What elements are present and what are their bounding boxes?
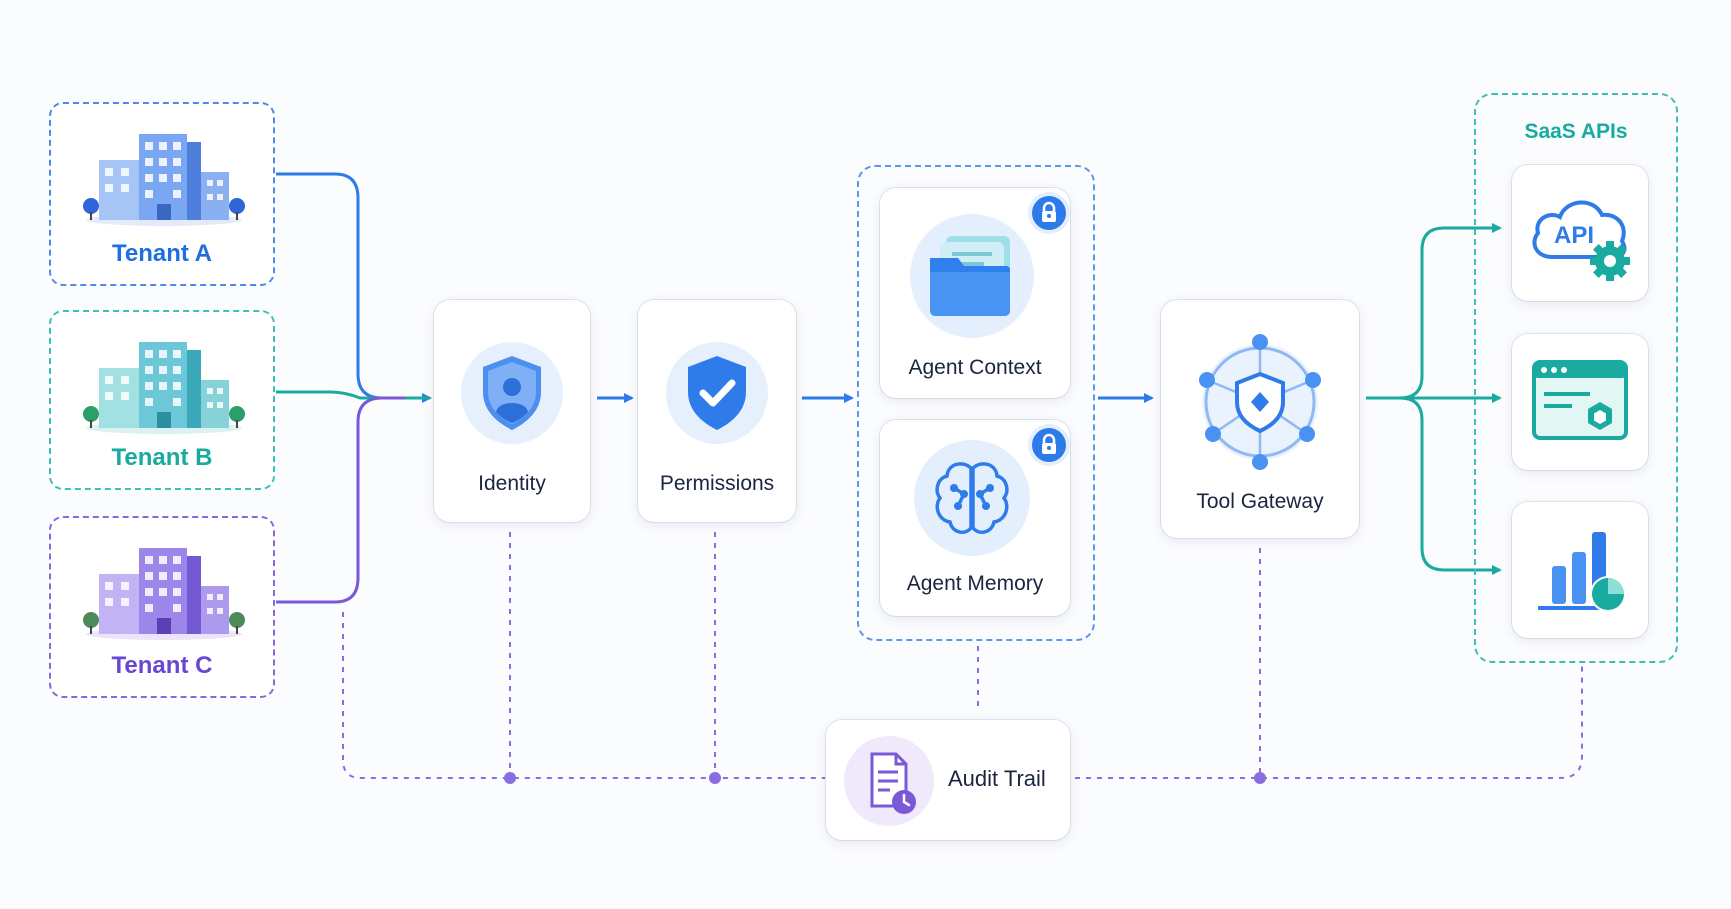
identity-card[interactable]: Identity	[434, 300, 590, 522]
building-icon	[83, 134, 245, 226]
permissions-label: Permissions	[659, 472, 775, 495]
tenant-a-connector	[276, 172, 432, 403]
audit-lines	[342, 532, 1583, 779]
tenant-c-card[interactable]: Tenant C	[49, 516, 275, 698]
brain-icon	[914, 440, 1030, 556]
tenant-c-label: Tenant C	[111, 652, 213, 679]
api-card[interactable]: API	[1512, 165, 1648, 301]
audit-document-icon	[844, 736, 934, 826]
identity-shield-icon	[461, 342, 563, 444]
agent-memory-label: Agent Memory	[906, 572, 1044, 595]
check-shield-icon	[666, 342, 768, 444]
tenant-c-connector	[276, 396, 405, 604]
agent-group	[857, 165, 1095, 641]
saas-group	[1474, 93, 1678, 663]
tenant-b-label: Tenant B	[111, 444, 213, 471]
audit-junction-dots	[504, 772, 1266, 784]
tool-gateway-card[interactable]: Tool Gateway	[1161, 300, 1359, 538]
building-icon	[83, 548, 245, 640]
folder-icon	[910, 214, 1034, 338]
web-app-icon	[1532, 360, 1628, 440]
audit-trail-card[interactable]: Audit Trail	[826, 720, 1070, 840]
api-text: API	[1554, 222, 1594, 249]
agent-context-label: Agent Context	[908, 356, 1042, 379]
tenant-a-label: Tenant A	[112, 240, 212, 267]
saas-title: SaaS APIs	[1524, 120, 1628, 143]
tenant-a-card[interactable]: Tenant A	[49, 102, 275, 286]
lock-icon	[1032, 428, 1066, 462]
tenant-b-connector	[276, 390, 430, 400]
web-app-card[interactable]	[1512, 334, 1648, 470]
tool-gateway-label: Tool Gateway	[1196, 490, 1324, 513]
api-cloud-icon: API	[1532, 200, 1630, 281]
building-icon	[83, 342, 245, 434]
analytics-chart-icon	[1538, 532, 1626, 612]
tenant-b-card[interactable]: Tenant B	[49, 310, 275, 490]
gateway-network-icon	[1199, 334, 1321, 470]
arrow-gateway-analytics	[1366, 396, 1502, 575]
agent-context-card[interactable]: Agent Context	[880, 188, 1070, 398]
audit-trail-label: Audit Trail	[948, 766, 1046, 791]
identity-label: Identity	[478, 472, 546, 495]
agent-memory-card[interactable]: Agent Memory	[880, 420, 1070, 616]
lock-icon	[1032, 196, 1066, 230]
analytics-card[interactable]	[1512, 502, 1648, 638]
permissions-card[interactable]: Permissions	[638, 300, 796, 522]
